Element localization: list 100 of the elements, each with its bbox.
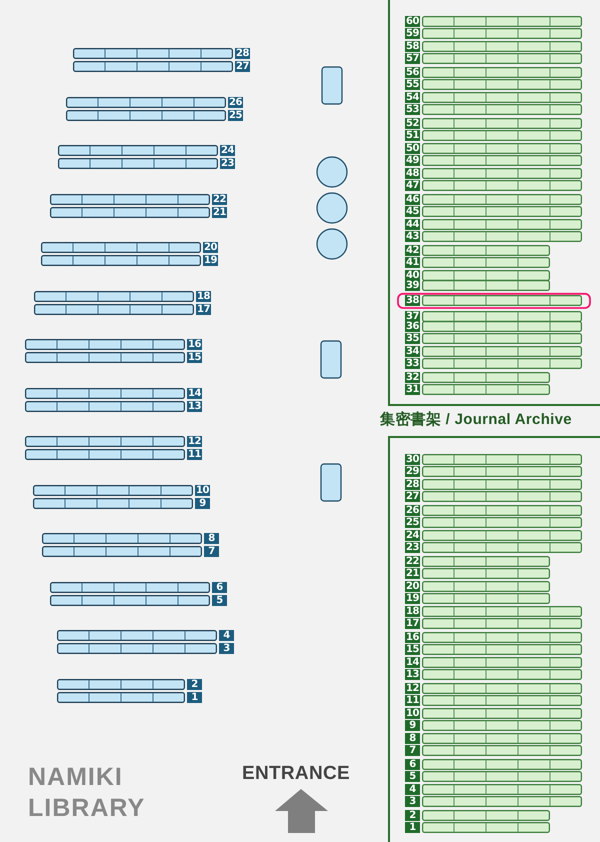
shelf-number: 19 — [203, 255, 218, 266]
shelf-number: 7 — [204, 546, 219, 557]
bookshelf — [73, 61, 250, 72]
shelf-number: 29 — [405, 466, 420, 477]
bookshelf — [405, 618, 582, 630]
shelf-number: 1 — [405, 822, 420, 833]
shelf-number: 23 — [220, 158, 235, 169]
shelf-number: 6 — [212, 582, 227, 592]
shelf-number: 56 — [405, 66, 420, 78]
shelf-number: 22 — [405, 556, 420, 567]
shelf-number: 21 — [212, 206, 227, 218]
shelf-number: 52 — [405, 118, 420, 129]
bookshelf — [405, 41, 582, 52]
bookshelf — [405, 384, 550, 395]
shelf-number: 9 — [405, 720, 420, 731]
shelf-number: 4 — [219, 630, 234, 641]
shelf-number: 36 — [405, 320, 420, 332]
area-label: 集密書架 / Journal Archive — [380, 411, 572, 429]
bookshelf — [405, 822, 550, 833]
shelf-number: 22 — [212, 194, 227, 204]
bookshelf — [405, 346, 582, 358]
bookshelf — [405, 16, 582, 27]
shelf-number: 27 — [235, 61, 250, 72]
shelf-number: 26 — [405, 504, 420, 516]
shelf-number: 30 — [405, 454, 420, 465]
bookshelf — [405, 53, 582, 64]
bookshelf — [405, 130, 582, 141]
shelf-number: 25 — [405, 516, 420, 528]
bookshelf — [405, 155, 582, 166]
bookshelf — [405, 758, 582, 770]
shelf-number: 53 — [405, 104, 420, 116]
shelf-number: 14 — [405, 657, 420, 668]
shelf-number: 16 — [405, 632, 420, 643]
bookshelf — [50, 582, 227, 592]
shelf-number: 16 — [187, 339, 202, 350]
shelf-number: 37 — [405, 310, 420, 322]
bookshelf — [25, 400, 202, 412]
bookshelf — [405, 320, 582, 332]
shelf-number: 33 — [405, 358, 420, 370]
bookshelf — [405, 466, 582, 477]
bookshelf — [405, 682, 582, 694]
bookshelf — [405, 491, 582, 502]
bookshelf — [405, 180, 582, 192]
shelf-number: 28 — [405, 479, 420, 490]
shelf-number: 5 — [212, 594, 227, 606]
bookshelf — [405, 644, 582, 655]
bookshelf — [405, 194, 582, 205]
bookshelf — [405, 669, 582, 680]
shelf-number: 8 — [405, 733, 420, 744]
bookshelf — [25, 352, 202, 363]
shelf-number: 3 — [405, 796, 420, 808]
shelf-number: 1 — [187, 692, 202, 702]
bookshelf — [57, 692, 202, 702]
shelf-number: 34 — [405, 346, 420, 358]
bookshelf — [41, 242, 218, 253]
bookshelf — [50, 194, 227, 204]
shelf-number: 4 — [405, 784, 420, 796]
bookshelf — [405, 708, 582, 719]
bookshelf — [58, 145, 235, 156]
bookshelf — [405, 581, 550, 592]
bookshelf — [25, 339, 202, 350]
shelf-number: 2 — [405, 810, 420, 821]
bookshelf — [25, 436, 202, 447]
shelf-number: 39 — [405, 280, 420, 290]
bookshelf — [58, 158, 235, 169]
bookshelf — [66, 110, 243, 120]
shelf-number: 38 — [405, 295, 420, 306]
bookshelf — [34, 304, 211, 314]
bookshelf — [405, 310, 582, 322]
shelf-number: 49 — [405, 155, 420, 166]
shelf-number: 13 — [405, 669, 420, 680]
bookshelf — [50, 206, 227, 218]
bookshelf — [405, 568, 550, 579]
bookshelf — [405, 632, 582, 643]
shelf-number: 7 — [405, 745, 420, 756]
shelf-number: 14 — [187, 388, 202, 398]
bookshelf — [405, 295, 582, 306]
shelf-number: 19 — [405, 593, 420, 604]
shelf-number: 20 — [405, 581, 420, 592]
shelf-number: 43 — [405, 231, 420, 242]
bookshelf — [405, 256, 550, 268]
shelf-number: 24 — [405, 530, 420, 542]
bookshelf — [405, 657, 582, 668]
shelf-number: 17 — [196, 304, 211, 314]
bookshelf — [405, 745, 582, 756]
bookshelf — [405, 118, 582, 129]
shelf-number: 10 — [405, 708, 420, 719]
bookshelf — [405, 219, 582, 230]
shelf-number: 42 — [405, 244, 420, 256]
bookshelf — [405, 78, 582, 90]
bookshelf — [405, 606, 582, 618]
shelf-number: 41 — [405, 256, 420, 268]
bookshelf — [42, 533, 219, 544]
shelf-number: 8 — [204, 533, 219, 544]
shelf-number: 21 — [405, 568, 420, 579]
bookshelf — [405, 280, 550, 290]
bookshelf — [405, 372, 550, 383]
bookshelf — [405, 332, 582, 344]
bookshelf — [405, 733, 582, 744]
bookshelf — [405, 516, 582, 528]
